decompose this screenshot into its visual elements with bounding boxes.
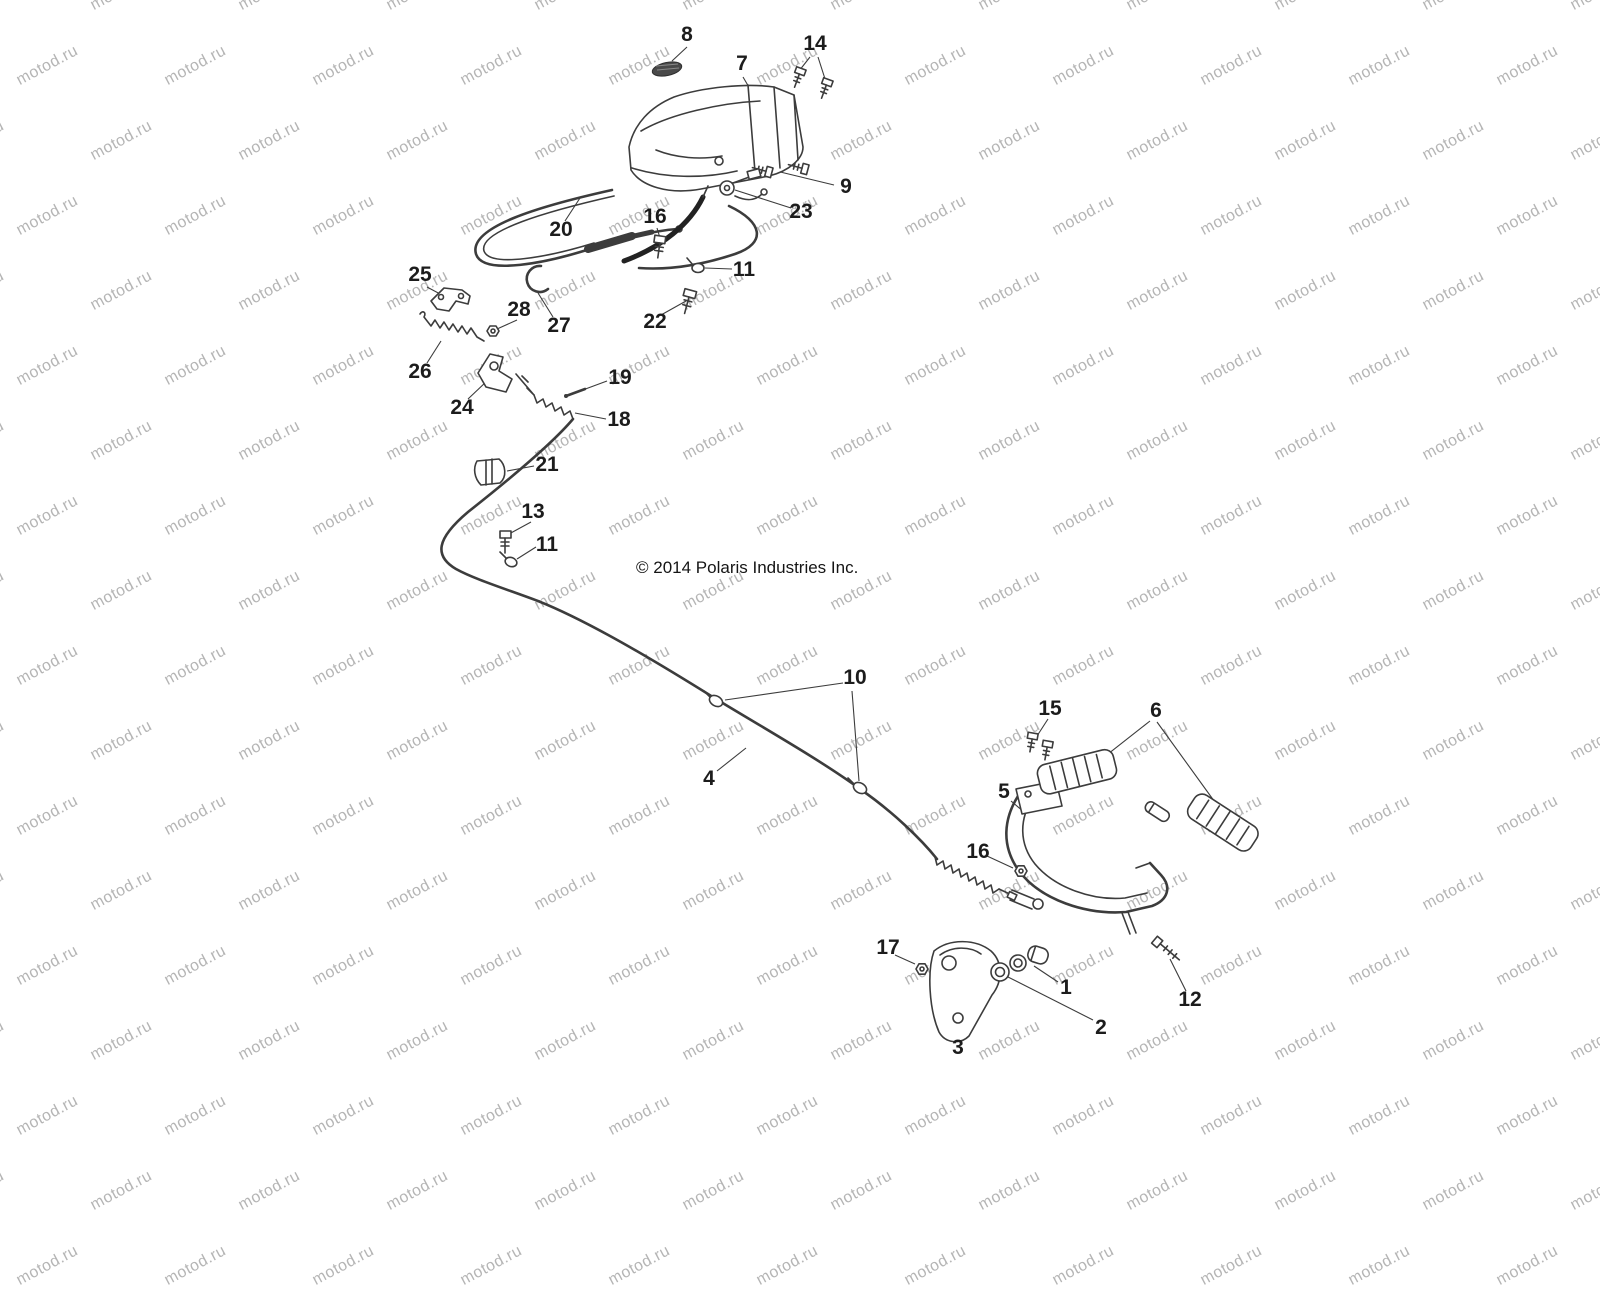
watermark-text: motod.ru: [1197, 1242, 1265, 1289]
watermark-text: motod.ru: [1345, 1242, 1413, 1289]
part-3-bracket: [929, 940, 1001, 1043]
part-label-27: 27: [547, 314, 571, 337]
part-16-nut-bottom: [1014, 864, 1028, 878]
part-20-cable: [474, 185, 759, 270]
part-22-bolt: [682, 287, 698, 315]
part-label-17: 17: [876, 936, 900, 959]
part-label-14: 14: [803, 32, 827, 55]
part-label-21: 21: [535, 453, 559, 476]
part-label-16: 16: [643, 205, 667, 228]
part-label-1: 1: [1060, 976, 1072, 999]
part-label-28: 28: [507, 298, 531, 321]
watermark-text: motod.ru: [13, 1242, 81, 1289]
part-14-bolts: [792, 65, 834, 100]
part-label-6: 6: [1150, 699, 1162, 722]
part-17-nut: [915, 962, 929, 976]
part-label-24: 24: [450, 396, 474, 419]
watermark-text: motod.ru: [605, 1242, 673, 1289]
part-13-bolt: [499, 530, 512, 554]
part-label-19: 19: [608, 366, 632, 389]
watermark-text: motod.ru: [1493, 1242, 1561, 1289]
part-label-7: 7: [736, 52, 748, 75]
part-6-footpad-a: [1036, 748, 1118, 795]
part-19-pin: [564, 387, 587, 398]
part-28-nut: [486, 325, 500, 337]
part-5-pedal-arm: [1005, 780, 1169, 935]
part-label-13: 13: [521, 500, 545, 523]
part-23-switch: [719, 167, 768, 201]
part-1-bushing: [1027, 945, 1049, 965]
copyright-text: © 2014 Polaris Industries Inc.: [636, 558, 859, 577]
part-10-clip-b: [847, 777, 868, 795]
part-2-washers: [990, 954, 1027, 982]
part-26-spring: [419, 311, 485, 342]
part-18-adjuster-spring: [515, 373, 574, 420]
watermark-text: motod.ru: [1049, 1242, 1117, 1289]
part-label-8: 8: [681, 23, 693, 46]
part-label-10: 10: [843, 666, 867, 689]
watermark-text: motod.ru: [753, 1242, 821, 1289]
part-11-clip-top: [686, 257, 705, 274]
part-11-clip-mid: [499, 551, 518, 568]
part-9-bolts: [751, 162, 810, 179]
part-label-22: 22: [643, 310, 667, 333]
watermark-text: motod.ru: [161, 1242, 229, 1289]
part-label-18: 18: [607, 408, 631, 431]
part-21-clamp: [473, 458, 506, 486]
part-label-12: 12: [1178, 988, 1202, 1011]
part-8-plug: [651, 61, 683, 77]
part-24-lever: [477, 353, 513, 393]
part-label-4: 4: [703, 767, 715, 790]
part-label-5: 5: [998, 780, 1010, 803]
part-label-25: 25: [408, 263, 432, 286]
part-label-3: 3: [952, 1036, 964, 1059]
part-label-26: 26: [408, 360, 432, 383]
part-label-9: 9: [840, 175, 852, 198]
parts-diagram-svg: [419, 46, 1259, 1043]
part-7-cover: [628, 84, 804, 192]
part-label-11: 11: [732, 258, 756, 281]
part-6-footpad-b: [1144, 793, 1259, 852]
part-label-16: 16: [966, 840, 990, 863]
part-label-20: 20: [549, 218, 573, 241]
watermark-text: motod.ru: [309, 1242, 377, 1289]
watermark-text: motod.ru: [457, 1242, 525, 1289]
part-label-2: 2: [1095, 1016, 1107, 1039]
part-10-clip-a: [703, 690, 724, 708]
part-label-11: 11: [535, 533, 559, 556]
part-label-15: 15: [1038, 697, 1062, 720]
cable-end-spring: [934, 856, 1044, 910]
leader-lines: [426, 46, 1218, 1040]
part-27-ring: [525, 264, 550, 294]
part-25-bracket: [430, 287, 471, 312]
parts-diagram: [419, 46, 1259, 1043]
part-12-bolt: [1150, 935, 1181, 961]
part-16-bolt-top: [653, 234, 667, 259]
watermark-text: motod.ru: [901, 1242, 969, 1289]
part-label-23: 23: [789, 200, 813, 223]
part-15-bolts: [1026, 731, 1054, 761]
